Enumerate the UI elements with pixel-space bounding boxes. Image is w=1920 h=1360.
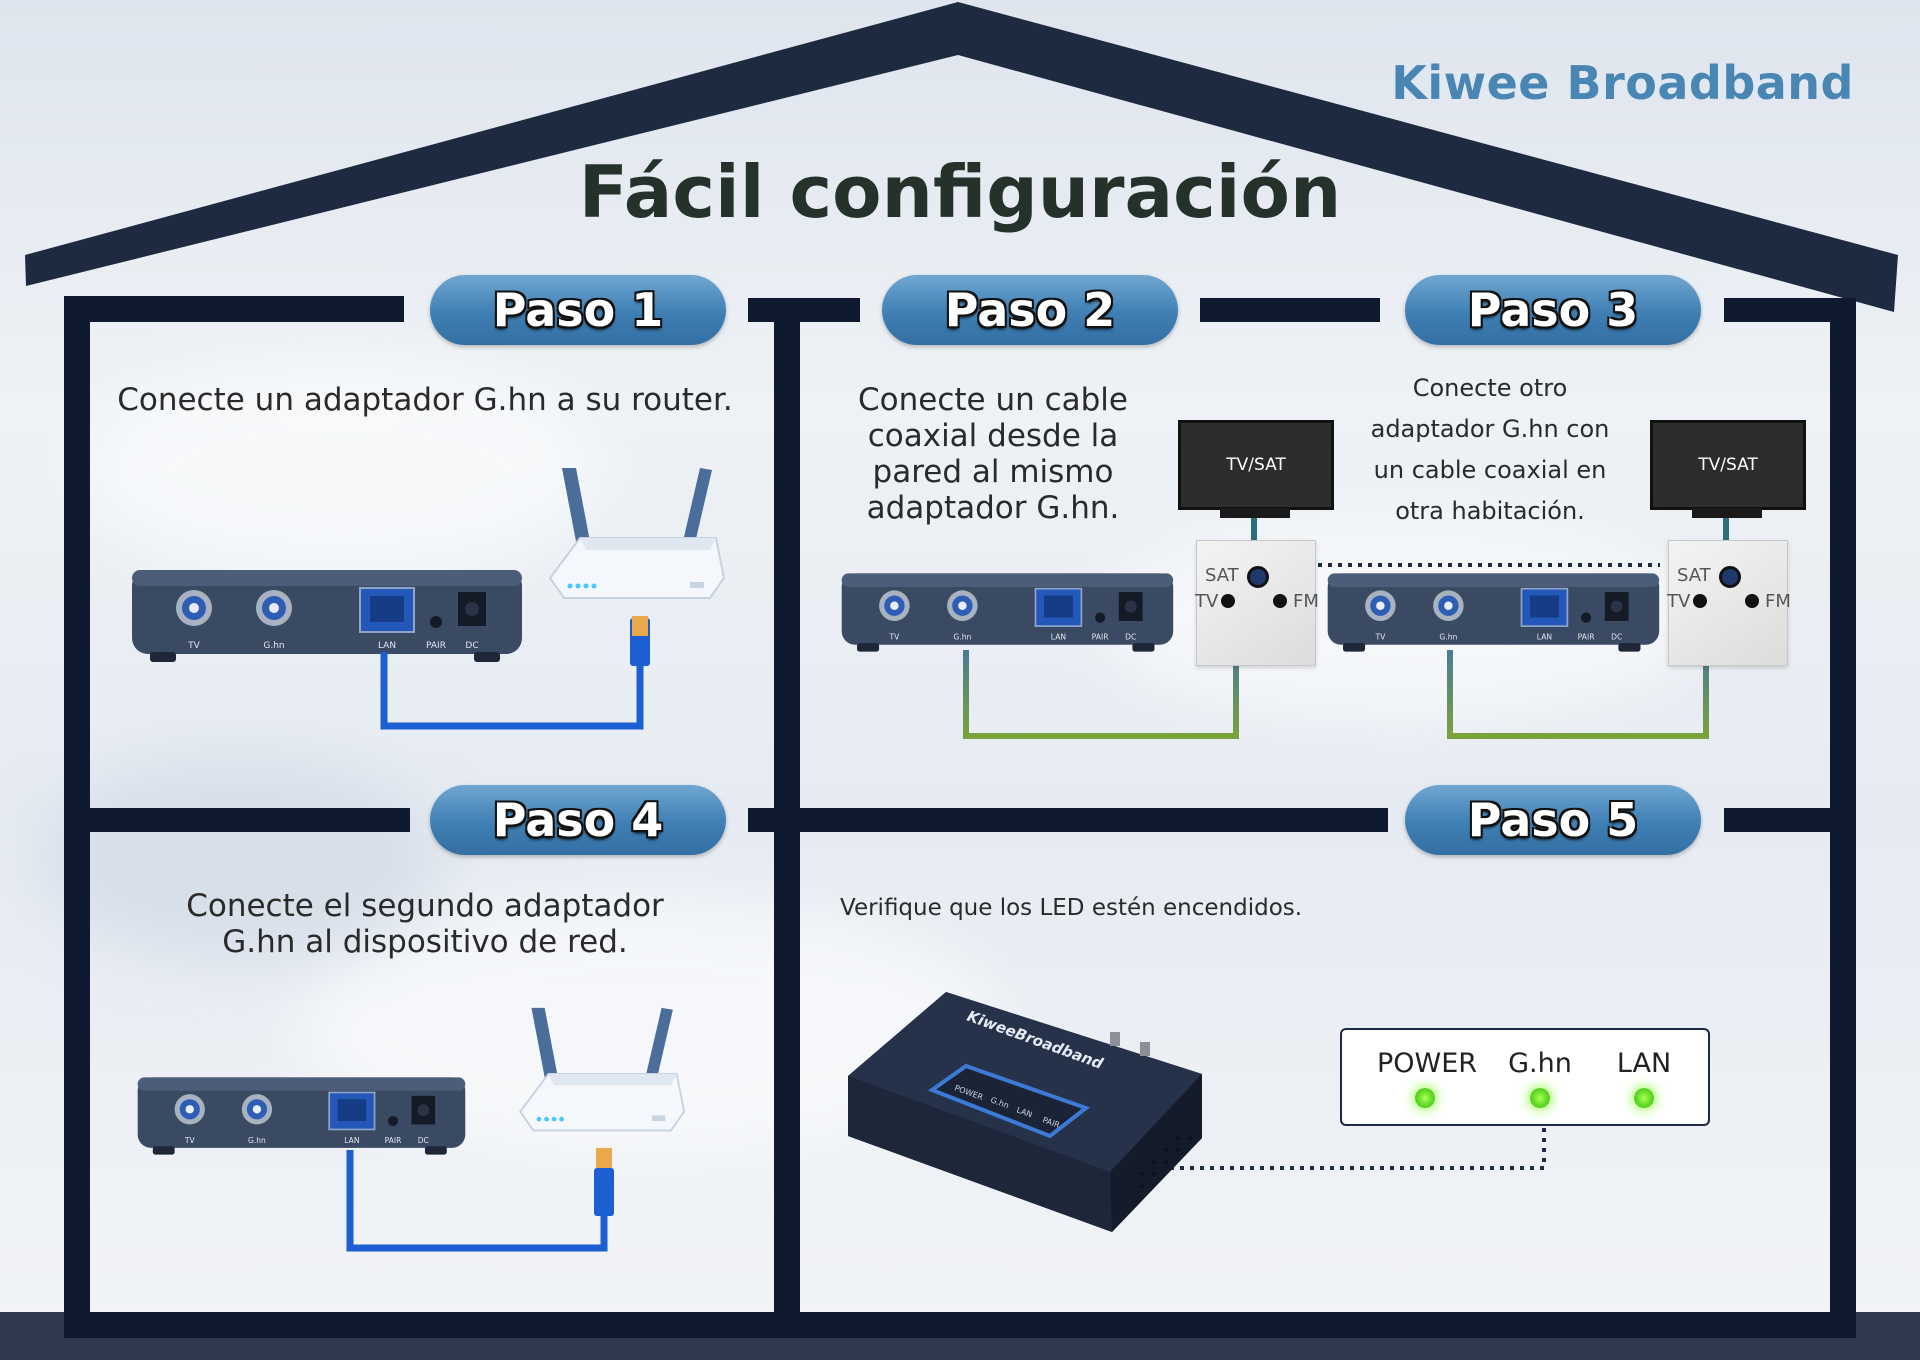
adapter-port-label-lan: LAN (344, 1136, 359, 1145)
step-3-line: adaptador G.hn con (1370, 415, 1610, 443)
adapter-port-label-dc: DC (1125, 633, 1136, 642)
tv-port-icon (1221, 594, 1235, 608)
tv-port-icon (1693, 594, 1707, 608)
adapter-port-label-pair: PAIR (1578, 633, 1596, 642)
step-2-badge: Paso 2 (882, 275, 1178, 345)
step-1-text: Conecte un adaptador G.hn a su router. (117, 382, 733, 418)
adapter-port-label-dc: DC (418, 1136, 429, 1145)
led-lan-indicator (1634, 1088, 1654, 1108)
tv-sat-screen: TV/SAT (1178, 420, 1334, 510)
step-3-line: Conecte otro (1412, 374, 1568, 402)
sat-port-icon (1247, 566, 1269, 588)
step-2-line: adaptador G.hn. (866, 490, 1120, 526)
page-title: Fácil configuración (578, 150, 1342, 234)
adapter-port-label-tv: TV (184, 1136, 196, 1145)
step-3-badge: Paso 3 (1405, 275, 1701, 345)
led-label-ghn: G.hn (1508, 1048, 1572, 1079)
adapter-port-label-tv: TV (888, 633, 900, 642)
adapter-port-label-pair: PAIR (385, 1136, 402, 1145)
adapter-step-2: TV G.hn LAN PAIR DC (840, 570, 1175, 659)
step-2-line: pared al mismo (872, 454, 1114, 490)
step-4-line: G.hn al dispositivo de red. (222, 924, 628, 960)
adapter-port-label-lan: LAN (1051, 633, 1066, 642)
step-3-line: un cable coaxial en (1373, 456, 1607, 484)
sat-port-icon (1719, 566, 1741, 588)
step-4-badge: Paso 4 (430, 785, 726, 855)
step-1-badge: Paso 1 (430, 275, 726, 345)
led-label-lan: LAN (1616, 1048, 1672, 1079)
fm-port-icon (1273, 594, 1287, 608)
adapter-port-label-ghn: G.hn (248, 1136, 266, 1145)
wall-socket-sat-label: SAT (1205, 565, 1239, 586)
fm-port-icon (1745, 594, 1759, 608)
step-2-line: Conecte un cable (857, 382, 1128, 418)
adapter-port-label-pair: PAIR (1092, 633, 1110, 642)
adapter-port-label-ghn: G.hn (953, 633, 971, 642)
tv-stand (1220, 508, 1290, 518)
adapter-step-4: TV G.hn LAN PAIR DC (136, 1074, 467, 1162)
adapter-port-label-pair: PAIR (426, 641, 446, 651)
adapter-port-label-tv: TV (187, 641, 200, 651)
wall-socket-tv-label: TV (1195, 591, 1219, 612)
adapter-port-label-ghn: G.hn (263, 641, 284, 651)
wall-socket-fm-label: FM (1293, 591, 1319, 612)
step-5-badge: Paso 5 (1405, 785, 1701, 855)
router-icon (548, 468, 726, 599)
adapter-step-3: TV G.hn LAN PAIR DC (1326, 570, 1661, 659)
adapter-port-label-dc: DC (1611, 633, 1622, 642)
brand-logo: Kiwee Broadband (1391, 56, 1854, 110)
tv-stand (1692, 508, 1762, 518)
cloud-decoration (80, 360, 600, 580)
led-power-indicator (1415, 1088, 1435, 1108)
router-icon (518, 1007, 686, 1132)
adapter-port-label-dc: DC (465, 641, 478, 651)
wall-socket-fm-label: FM (1765, 591, 1791, 612)
step-4-text: Conecte el segundo adaptador G.hn al dis… (100, 888, 750, 960)
wall-socket-sat-label: SAT (1677, 565, 1711, 586)
step-2-line: coaxial desde la (867, 418, 1119, 454)
led-label-power: POWER (1376, 1048, 1478, 1079)
adapter-port-label-lan: LAN (1537, 633, 1552, 642)
step-3-text: Conecte otro adaptador G.hn con un cable… (1360, 368, 1620, 532)
adapter-step-1: TV G.hn LAN PAIR DC (130, 566, 524, 670)
step-4-line: Conecte el segundo adaptador (186, 888, 664, 924)
wall-socket: SAT TV FM (1667, 540, 1791, 666)
wall-socket-tv-label: TV (1667, 591, 1691, 612)
led-status-panel: POWER G.hn LAN (1340, 1028, 1710, 1126)
led-ghn-indicator (1530, 1088, 1550, 1108)
wall-socket: SAT TV FM (1195, 540, 1319, 666)
tv-sat-screen: TV/SAT (1650, 420, 1806, 510)
step-3-line: otra habitación. (1395, 497, 1585, 525)
adapter-port-label-ghn: G.hn (1439, 633, 1457, 642)
ghn-adapter-device: KiweeBroadband POWER G.hn LAN PAIR (848, 992, 1202, 1232)
adapter-port-label-lan: LAN (378, 641, 396, 651)
cloud-decoration (40, 760, 440, 960)
step-2-text: Conecte un cable coaxial desde la pared … (838, 382, 1148, 526)
step-5-text: Verifique que los LED estén encendidos. (840, 895, 1303, 921)
adapter-port-label-tv: TV (1374, 633, 1386, 642)
